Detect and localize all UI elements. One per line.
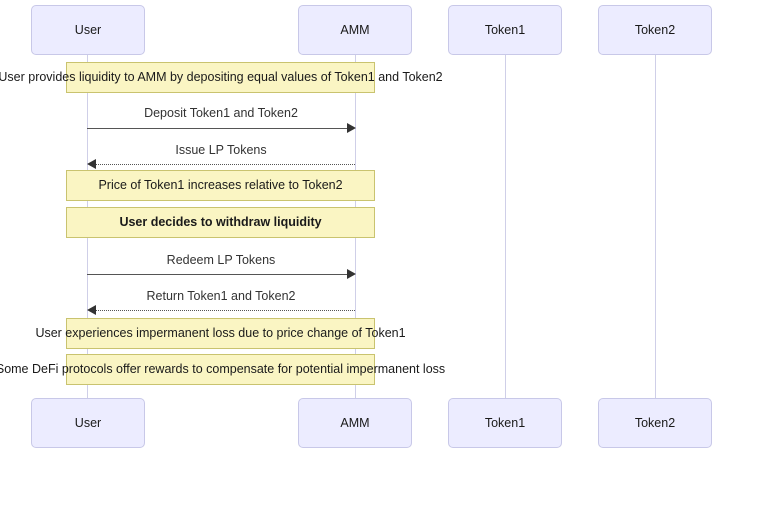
participant-user-top[interactable]: User bbox=[31, 5, 145, 55]
message-label-return-tokens: Return Token1 and Token2 bbox=[146, 289, 296, 303]
note-label: Some DeFi protocols offer rewards to com… bbox=[0, 362, 446, 377]
message-label-deposit: Deposit Token1 and Token2 bbox=[144, 106, 298, 120]
participant-amm-top[interactable]: AMM bbox=[298, 5, 412, 55]
lifeline-token1 bbox=[505, 55, 506, 398]
note-label: User experiences impermanent loss due to… bbox=[35, 326, 406, 341]
message-line-return-tokens bbox=[92, 310, 355, 311]
lifeline-token2 bbox=[655, 55, 656, 398]
message-line-issue-lp-tokens bbox=[92, 164, 355, 165]
note-price-increase: Price of Token1 increases relative to To… bbox=[66, 170, 375, 201]
arrowhead-right-icon bbox=[347, 269, 356, 279]
participant-token2-bottom[interactable]: Token2 bbox=[598, 398, 712, 448]
note-label: User decides to withdraw liquidity bbox=[119, 215, 322, 230]
message-label-issue-lp-tokens: Issue LP Tokens bbox=[175, 143, 267, 157]
note-user-withdraw-decision: User decides to withdraw liquidity bbox=[66, 207, 375, 238]
participant-label: AMM bbox=[340, 415, 370, 430]
participant-label: User bbox=[74, 415, 102, 430]
arrowhead-left-icon bbox=[87, 159, 96, 169]
participant-label: AMM bbox=[340, 22, 370, 37]
note-label: Price of Token1 increases relative to To… bbox=[98, 178, 343, 193]
note-defi-rewards: Some DeFi protocols offer rewards to com… bbox=[0, 354, 445, 385]
message-line-deposit bbox=[87, 128, 350, 129]
message-label-redeem-lp-tokens: Redeem LP Tokens bbox=[166, 253, 276, 267]
participant-label: Token2 bbox=[634, 22, 676, 37]
participant-token2-top[interactable]: Token2 bbox=[598, 5, 712, 55]
participant-token1-bottom[interactable]: Token1 bbox=[448, 398, 562, 448]
arrowhead-right-icon bbox=[347, 123, 356, 133]
participant-token1-top[interactable]: Token1 bbox=[448, 5, 562, 55]
note-label: User provides liquidity to AMM by deposi… bbox=[0, 70, 443, 85]
note-user-provides-liquidity: User provides liquidity to AMM by deposi… bbox=[0, 62, 443, 93]
participant-label: Token2 bbox=[634, 415, 676, 430]
message-line-redeem-lp-tokens bbox=[87, 274, 350, 275]
note-impermanent-loss: User experiences impermanent loss due to… bbox=[35, 318, 406, 349]
participant-label: User bbox=[74, 22, 102, 37]
arrowhead-left-icon bbox=[87, 305, 96, 315]
participant-label: Token1 bbox=[484, 415, 526, 430]
participant-amm-bottom[interactable]: AMM bbox=[298, 398, 412, 448]
participant-label: Token1 bbox=[484, 22, 526, 37]
participant-user-bottom[interactable]: User bbox=[31, 398, 145, 448]
